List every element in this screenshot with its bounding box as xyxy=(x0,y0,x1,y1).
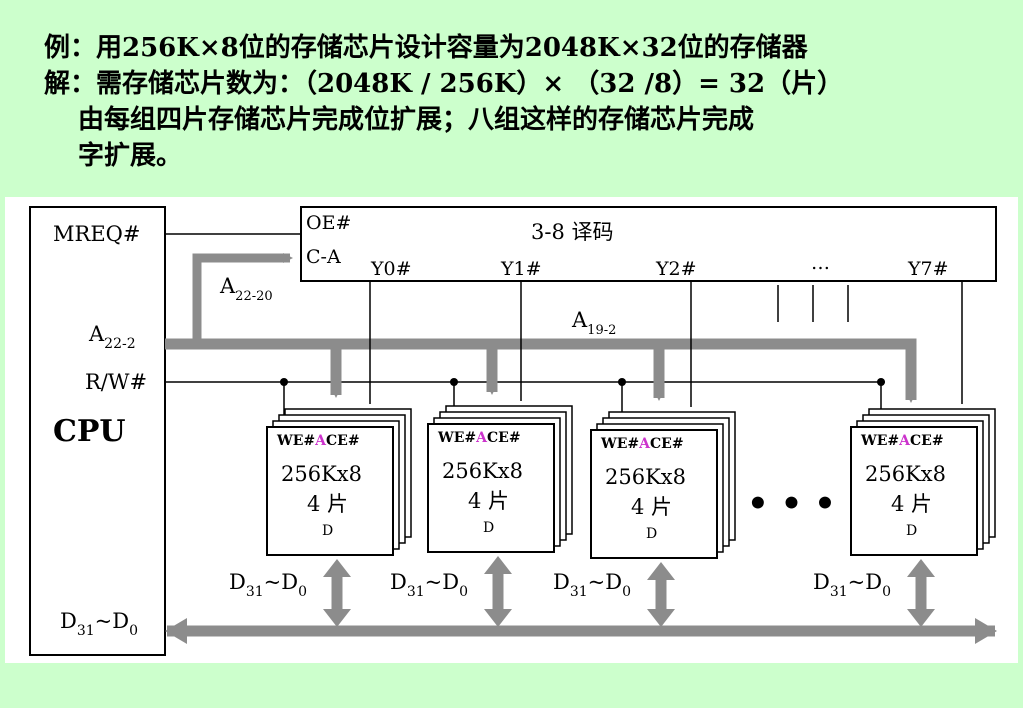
addr-main-bus xyxy=(165,338,917,403)
addr-high-label: A22-20 xyxy=(219,274,273,304)
data-link-down-arrow-y0 xyxy=(323,609,351,627)
chip-pins-y7: WE#ACE# xyxy=(860,433,944,449)
data-link-down-arrow-y1 xyxy=(484,609,512,627)
cpu-mreq-label: MREQ# xyxy=(53,222,140,246)
addr-low-label: A19-2 xyxy=(571,308,616,338)
data-link-up-arrow-y2 xyxy=(647,562,675,580)
data-bus-left-arrow xyxy=(165,618,187,644)
decoder-output-y7: Y7# xyxy=(907,258,949,280)
chip-size-y7: 256Kx8 xyxy=(865,462,946,486)
explanation-line-2: 字扩展。 xyxy=(78,141,183,171)
solution-line: 解：需存储芯片数为：（2048K / 256K）× （32 /8）= 32（片） xyxy=(44,69,844,99)
chip-size-y2: 256Kx8 xyxy=(605,465,686,489)
cpu-box xyxy=(29,206,166,656)
chip-pins-y1: WE#ACE# xyxy=(437,430,521,446)
data-label-y0: D31~D0 xyxy=(229,570,307,600)
chip-front-y1 xyxy=(427,423,555,553)
cpu-label: CPU xyxy=(53,414,126,449)
chip-size-y1: 256Kx8 xyxy=(442,459,523,483)
chip-front-y0 xyxy=(266,426,394,556)
cpu-rw-label: R/W# xyxy=(85,370,147,394)
data-label-y7: D31~D0 xyxy=(813,570,891,600)
chip-count-y0: 4 片 xyxy=(307,492,348,516)
addr-high-bus xyxy=(192,253,293,341)
data-label-y1: D31~D0 xyxy=(390,570,468,600)
chip-pins-y2: WE#ACE# xyxy=(600,436,684,452)
data-link-down-arrow-y2 xyxy=(647,609,675,627)
chip-front-y2 xyxy=(590,429,718,559)
chip-count-y2: 4 片 xyxy=(631,495,672,519)
decoder-output-ellipsis: … xyxy=(811,252,830,274)
data-link-up-arrow-y1 xyxy=(484,556,512,574)
chip-count-y7: 4 片 xyxy=(891,492,932,516)
data-link-up-arrow-y7 xyxy=(907,559,935,577)
data-link-down-arrow-y7 xyxy=(907,609,935,627)
chip-pins-y0: WE#ACE# xyxy=(276,433,360,449)
groups-ellipsis: • • • xyxy=(747,484,836,524)
chip-count-y1: 4 片 xyxy=(468,489,509,513)
decoder-ca-label: C-A xyxy=(306,246,341,268)
decoder-output-y1: Y1# xyxy=(500,258,542,280)
cpu-addr-label: A22-2 xyxy=(88,322,136,352)
decoder-title: 3-8 译码 xyxy=(531,220,614,244)
chip-size-y0: 256Kx8 xyxy=(281,462,362,486)
chip-d-y2: D xyxy=(646,526,657,542)
data-bus-right-arrow xyxy=(975,618,997,644)
cpu-data-label: D31~D0 xyxy=(60,609,138,639)
chip-d-y1: D xyxy=(483,520,494,536)
data-link-up-arrow-y0 xyxy=(323,559,351,577)
data-label-y2: D31~D0 xyxy=(553,570,631,600)
explanation-line-1: 由每组四片存储芯片完成位扩展；八组这样的存储芯片完成 xyxy=(78,105,755,135)
decoder-oe-label: OE# xyxy=(306,212,351,234)
decoder-box xyxy=(300,206,997,282)
problem-text: 例：用256K×8位的存储芯片设计容量为2048K×32位的存储器 解：需存储芯… xyxy=(44,30,1004,174)
chip-front-y7 xyxy=(850,426,978,556)
example-line: 例：用256K×8位的存储芯片设计容量为2048K×32位的存储器 xyxy=(44,33,808,63)
chip-d-y7: D xyxy=(906,523,917,539)
decoder-output-y0: Y0# xyxy=(370,258,412,280)
chip-d-y0: D xyxy=(322,523,333,539)
decoder-output-y2: Y2# xyxy=(655,258,697,280)
memory-expansion-diagram: MREQ# A22-2 R/W# CPU D31~D0 OE# C-A 3-8 … xyxy=(5,197,1018,663)
